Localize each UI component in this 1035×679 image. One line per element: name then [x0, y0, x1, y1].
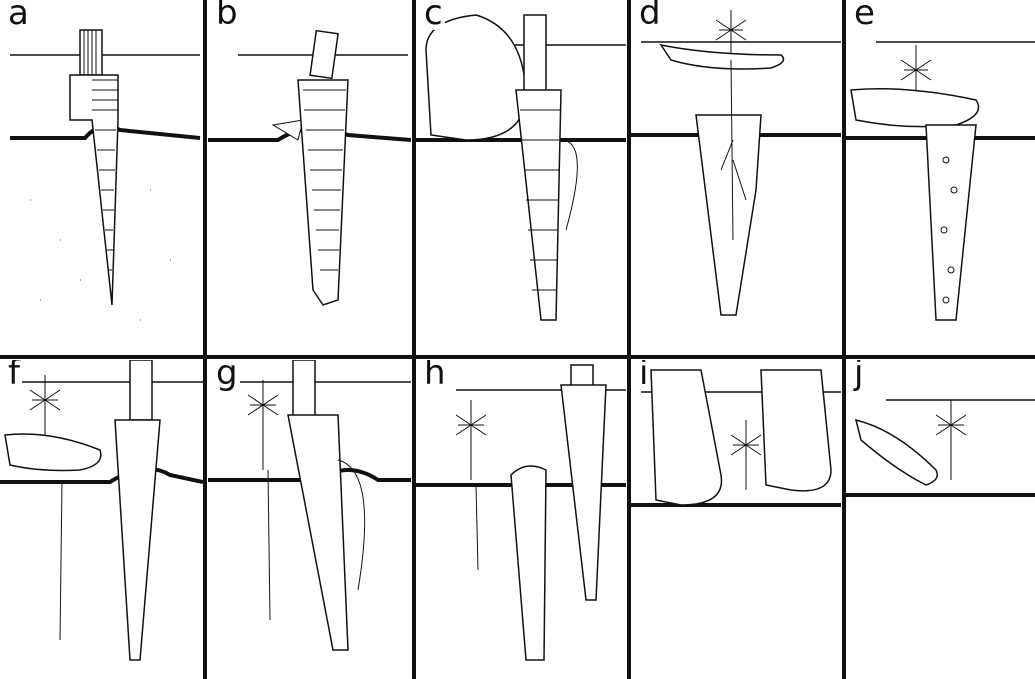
vertical-divider [412, 0, 416, 679]
horizontal-divider [0, 355, 1035, 359]
panel-g-drawing [208, 360, 411, 679]
panel-label: b [214, 0, 240, 30]
vertical-divider [203, 0, 207, 679]
panel-label: f [6, 360, 22, 390]
vertical-divider [842, 0, 846, 679]
panel-j-drawing [846, 360, 1035, 679]
panel-h: h [416, 360, 626, 679]
panel-label: i [637, 360, 650, 390]
panel-c-drawing [416, 0, 626, 355]
panel-e-drawing [846, 0, 1035, 355]
vertical-divider [627, 0, 631, 679]
panel-g: g [208, 360, 411, 679]
panel-d: d [631, 0, 841, 355]
panel-i-drawing [631, 360, 841, 679]
panel-label: c [422, 0, 445, 30]
panel-f-drawing [0, 360, 203, 679]
panel-label: a [6, 0, 31, 30]
panel-a: a [0, 0, 203, 355]
panel-label: d [637, 0, 663, 30]
panel-c: c [416, 0, 626, 355]
panel-i: i [631, 360, 841, 679]
panel-f: f [0, 360, 203, 679]
panel-label: h [422, 360, 448, 390]
panel-label: j [852, 360, 865, 390]
panel-j: j [846, 360, 1035, 679]
panel-label: e [852, 0, 877, 30]
panel-a-drawing [0, 0, 203, 355]
panel-label: g [214, 360, 240, 390]
panel-b-drawing [208, 0, 411, 355]
panel-h-drawing [416, 360, 626, 679]
panel-b: b [208, 0, 411, 355]
panel-e: e [846, 0, 1035, 355]
panel-d-drawing [631, 0, 841, 355]
